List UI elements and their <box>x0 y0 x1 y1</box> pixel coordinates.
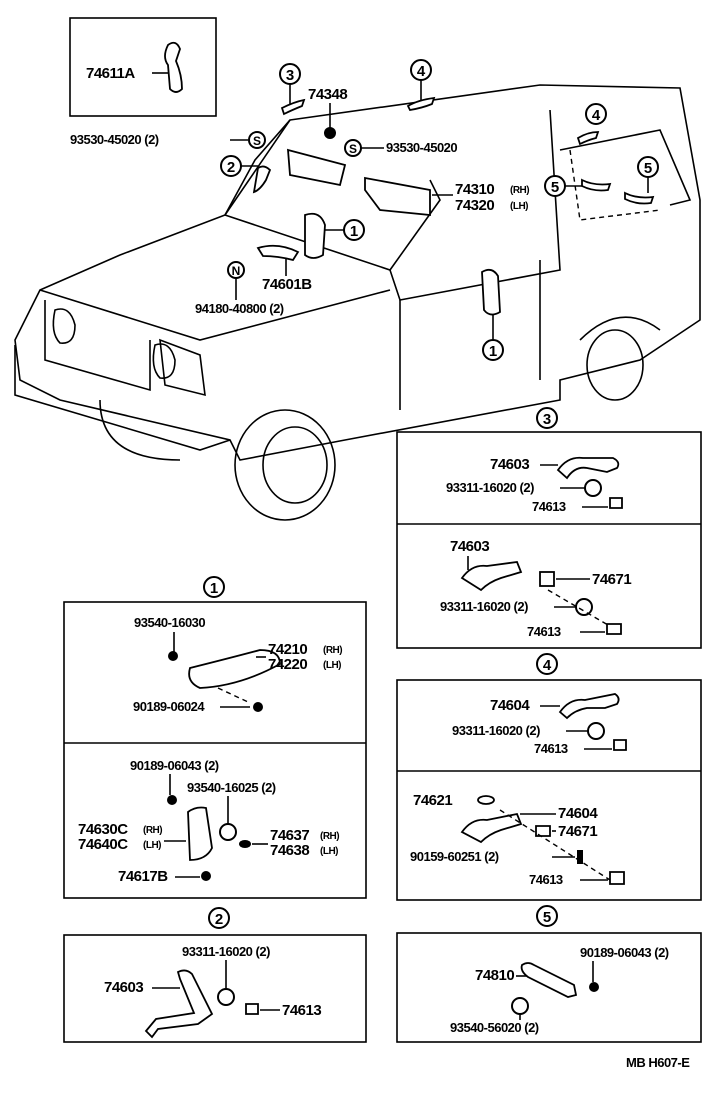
d1-lh-lower: (LH) <box>143 840 161 851</box>
label-screw-right: 93530-45020 <box>386 140 457 155</box>
detail-4-callout: 4 <box>543 657 552 674</box>
detail-2-panel: 2 93311-16020 (2) 74603 74613 <box>63 907 367 1043</box>
callout-5-rear: 5 <box>644 160 652 177</box>
d1-bolt: 90189-06024 <box>133 699 205 714</box>
d1-grip-lh: 74220 <box>268 656 307 673</box>
d1-grip-rh: 74210 <box>268 641 307 658</box>
part-label: 74611A <box>86 65 135 82</box>
d1-cap-rh: 74637 <box>270 827 309 844</box>
detail-3-panel: 3 74603 93311-16020 (2) 74613 74603 7467… <box>396 407 702 649</box>
detail-5-panel: 5 90189-06043 (2) 74810 93540-56020 (2) <box>396 905 702 1043</box>
d1-rh-lower: (RH) <box>143 825 162 836</box>
grip-part-icon <box>164 41 183 93</box>
s-symbol: S <box>253 134 261 148</box>
d4-cover: 74613 <box>534 741 568 756</box>
d1-grip-lh-lower: 74640C <box>78 836 128 853</box>
d4-bracket: 74671 <box>558 823 597 840</box>
d5-nut: 90189-06043 (2) <box>580 945 669 960</box>
label-74348: 74348 <box>308 86 347 103</box>
callout-3: 3 <box>286 67 294 84</box>
d3-cover-lower: 74613 <box>527 624 561 639</box>
label-rh: (RH) <box>510 185 529 196</box>
d3-grip-lower: 74603 <box>450 538 489 555</box>
d4-washer: 74621 <box>413 792 452 809</box>
s-symbol-right: S <box>349 142 357 156</box>
diagram-code: MB H607-E <box>626 1055 690 1070</box>
d3-bracket: 74671 <box>592 571 631 588</box>
callout-5: 5 <box>551 179 559 196</box>
d4-screw-lower: 90159-60251 (2) <box>410 849 499 864</box>
d1-cover: 74617B <box>118 868 168 885</box>
d1-nut: 90189-06043 (2) <box>130 758 219 773</box>
d2-cover: 74613 <box>282 1002 321 1019</box>
d1-cap-lh: 74638 <box>270 842 309 859</box>
label-visor-lh: 74320 <box>455 197 494 214</box>
d4-grip-lower: 74604 <box>558 805 598 822</box>
detail-3-callout: 3 <box>543 411 551 428</box>
d1-rh-cap: (RH) <box>320 831 339 842</box>
d1-rh: (RH) <box>323 645 342 656</box>
d3-grip: 74603 <box>490 456 529 473</box>
d1-screw-lower: 93540-16025 (2) <box>187 780 276 795</box>
d3-screw: 93311-16020 (2) <box>446 480 534 495</box>
label-screw-left: 93530-45020 (2) <box>70 132 159 147</box>
n-symbol: N <box>232 264 241 278</box>
d5-screw: 93540-56020 (2) <box>450 1020 539 1035</box>
label-visor-rh: 74310 <box>455 181 494 198</box>
d5-grip: 74810 <box>475 967 514 984</box>
label-nut: 94180-40800 (2) <box>195 301 284 316</box>
detail-1-callout: 1 <box>210 580 218 597</box>
callout-1-door: 1 <box>489 343 497 360</box>
d4-grip: 74604 <box>490 697 530 714</box>
detail-1-panel: 1 93540-16030 74210 (RH) 74220 (LH) 9018… <box>63 576 367 899</box>
d4-cover-lower: 74613 <box>529 872 563 887</box>
callout-4: 4 <box>417 63 426 80</box>
detail-5-callout: 5 <box>543 909 551 926</box>
d3-cover: 74613 <box>532 499 566 514</box>
label-74601b: 74601B <box>262 276 312 293</box>
main-callouts: 3 4 2 1 1 4 5 5 74348 93530-45020 (2) S … <box>70 59 659 361</box>
label-lh: (LH) <box>510 201 528 212</box>
detail-4-panel: 4 74604 93311-16020 (2) 74613 74621 7460… <box>396 653 702 901</box>
d4-screw: 93311-16020 (2) <box>452 723 540 738</box>
vehicle-illustration <box>14 84 701 521</box>
d1-screw: 93540-16030 <box>134 615 205 630</box>
inset-box: 74611A <box>69 17 217 117</box>
d3-screw-lower: 93311-16020 (2) <box>440 599 528 614</box>
d1-lh: (LH) <box>323 660 341 671</box>
d2-screw: 93311-16020 (2) <box>182 944 270 959</box>
d1-lh-cap: (LH) <box>320 846 338 857</box>
callout-2: 2 <box>227 159 235 176</box>
d2-grip: 74603 <box>104 979 143 996</box>
detail-2-callout: 2 <box>215 911 223 928</box>
d1-grip-rh-lower: 74630C <box>78 821 128 838</box>
callout-1: 1 <box>350 223 358 240</box>
callout-4-rear: 4 <box>592 107 601 124</box>
